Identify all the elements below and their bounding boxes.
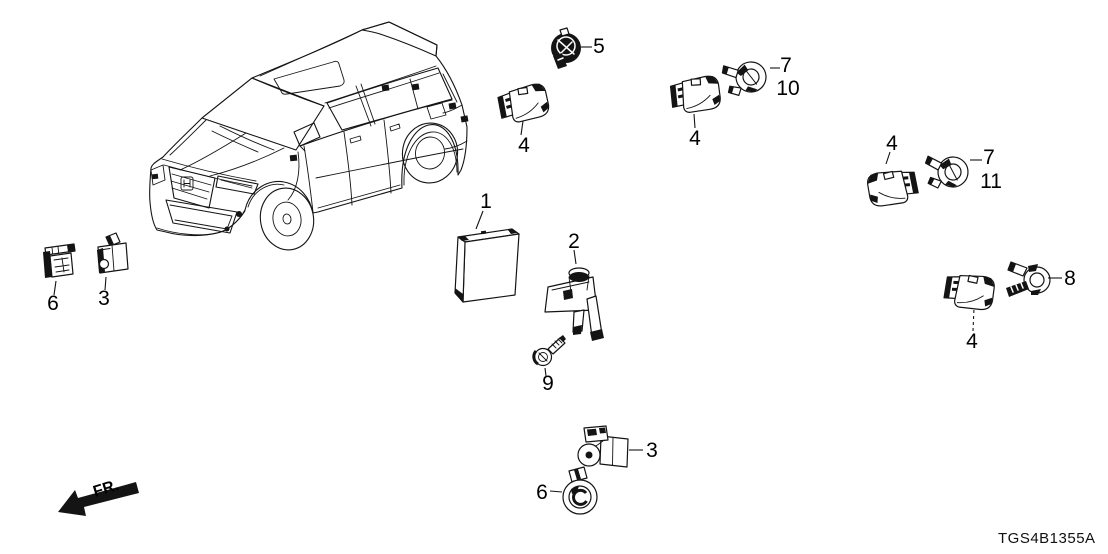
callout-8[interactable]: 8 <box>1064 267 1076 290</box>
callout-7-a[interactable]: 7 <box>780 54 792 77</box>
callout-10[interactable]: 10 <box>776 77 799 100</box>
part-4-sensor-b <box>668 74 723 115</box>
callout-11[interactable]: 11 <box>980 170 1002 193</box>
lower-grille <box>165 199 238 234</box>
callout-6-front[interactable]: 6 <box>47 292 59 315</box>
part-4-sensor-d <box>940 267 999 316</box>
callout-6-rear[interactable]: 6 <box>536 481 548 504</box>
callout-1[interactable]: 1 <box>480 190 492 213</box>
part-4-sensor-a <box>495 81 552 126</box>
part-1-control-unit <box>454 228 520 303</box>
part-7-10-retainer <box>720 59 769 98</box>
windshield <box>201 77 325 151</box>
sensor-location-markers <box>151 83 469 180</box>
rear-wheel <box>401 122 459 184</box>
callout-7-b[interactable]: 7 <box>983 146 995 169</box>
vehicle-illustration <box>149 21 469 251</box>
part-4-sensor-c <box>863 162 923 212</box>
part-8-clip <box>1006 261 1051 297</box>
leader-lines <box>53 46 1062 493</box>
callout-4-d[interactable]: 4 <box>966 330 978 353</box>
callout-4-a[interactable]: 4 <box>518 134 530 157</box>
callout-4-c[interactable]: 4 <box>886 132 898 155</box>
callout-labels: 1 2 3 3 4 4 4 4 5 6 6 7 10 7 11 8 9 <box>47 35 1076 504</box>
part-3-sensor-front <box>97 232 129 274</box>
callout-4-b[interactable]: 4 <box>689 127 701 150</box>
callout-3-rear[interactable]: 3 <box>646 439 658 462</box>
part-5-retainer <box>551 27 581 69</box>
side-mirror <box>293 122 321 147</box>
front-wheel <box>259 187 315 251</box>
callout-2[interactable]: 2 <box>568 230 580 253</box>
part-3-sensor-rear <box>577 425 629 468</box>
part-9-screw <box>532 335 566 367</box>
fr-direction-indicator: FR. <box>58 477 139 516</box>
callout-5[interactable]: 5 <box>593 35 605 58</box>
part-2-sensor-bracket-assy <box>544 267 604 341</box>
part-6-retainer-front <box>43 243 76 278</box>
rear-spoiler <box>361 21 438 57</box>
part-6-grommet-rear <box>562 466 598 515</box>
sunroof <box>273 60 345 95</box>
callout-3-front[interactable]: 3 <box>98 287 110 310</box>
headlight <box>215 175 259 195</box>
fuel-door <box>426 102 447 120</box>
brand-badge <box>180 176 194 191</box>
side-glass <box>326 67 453 131</box>
fr-arrow-icon <box>58 482 139 516</box>
part-7-11-retainer <box>923 154 970 191</box>
fr-label: FR. <box>91 477 121 501</box>
diagram-code: TGS4B1355A <box>998 530 1096 547</box>
callout-9[interactable]: 9 <box>542 372 554 395</box>
